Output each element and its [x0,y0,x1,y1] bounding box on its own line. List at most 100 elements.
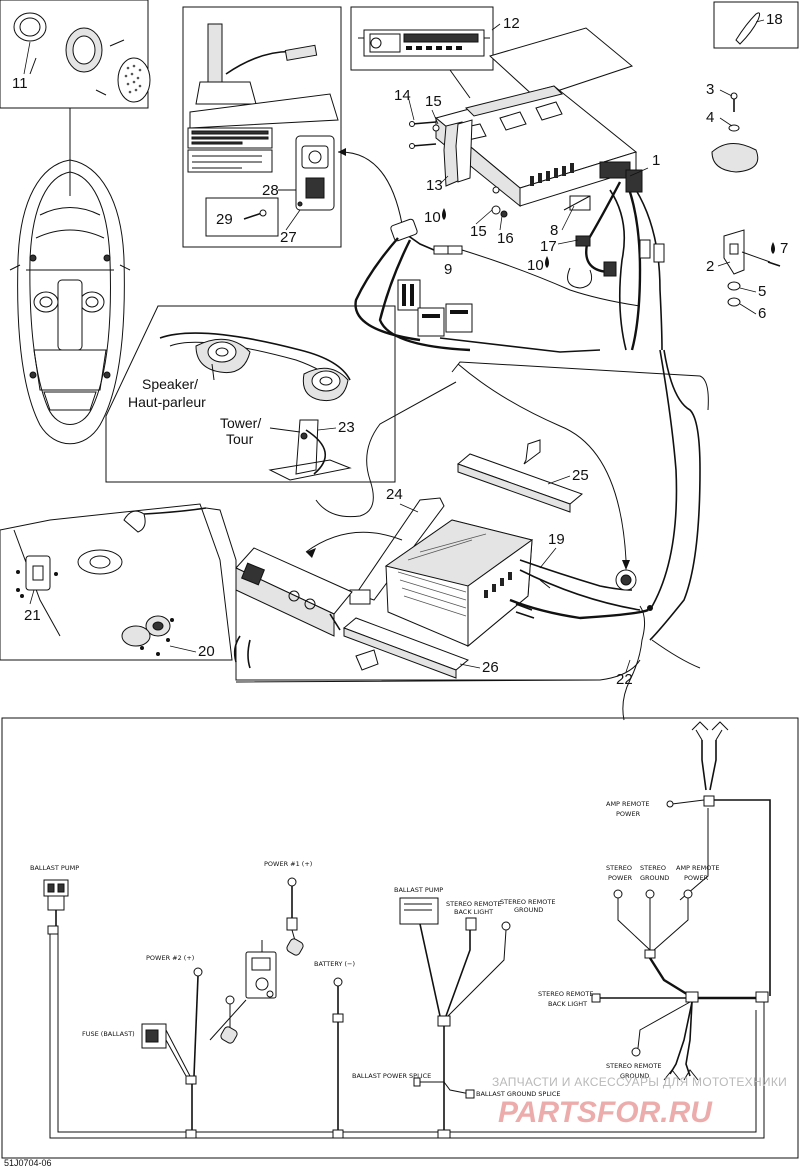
callout-10-top: 10 [424,209,441,226]
callout-10-mid: 10 [527,257,544,274]
inset-box-11 [0,0,149,109]
stereo-faceplate-part-12 [358,29,490,57]
callout-13: 13 [426,177,443,194]
label-stereo-power-2: POWER [608,874,633,882]
callout-26: 26 [482,659,499,676]
callout-28: 28 [262,182,279,199]
label-power-1: POWER #1 (+) [264,860,312,868]
tower-label-line1: Tower/ [220,415,261,431]
label-stereo-ground-2: GROUND [640,874,669,882]
label-amp-remote-power-1: AMP REMOTE [676,864,719,872]
watermark-logo: PARTSFOR.RU [498,1096,713,1129]
callout-leaders [23,19,765,673]
callout-15-top: 15 [425,93,442,110]
callout-8: 8 [550,222,558,239]
inset-box-18 [713,1,799,49]
label-stereo-remote-backlight-1: STEREO REMOTE [446,900,501,908]
arrow-console-to-harness [337,151,403,225]
callout-22: 22 [616,671,633,688]
wiring-schematic [43,721,771,1139]
arrowhead-console [338,148,346,156]
callout-5: 5 [758,283,766,300]
callout-4: 4 [706,109,714,126]
routing-cables [235,349,709,721]
callout-2: 2 [706,258,714,275]
label-amp-remote-power-top-1: AMP REMOTE [606,800,649,808]
remote-control-part-27 [295,135,335,211]
watermark-line1: ЗАПЧАСТИ И АКСЕССУАРЫ ДЛЯ МОТОТЕХНИКИ [492,1075,787,1089]
console-throttle [187,23,339,173]
label-stereo-remote-ground-r1: STEREO REMOTE [606,1062,661,1070]
amplifier-wiring-part-19 [509,559,649,620]
stereo-sleeve-plate [489,27,634,99]
source-unit-rear [235,547,353,637]
label-stereo-remote-backlight-r2: BACK LIGHT [548,1000,587,1008]
label-stereo-power-1: STEREO [606,864,632,872]
callout-23: 23 [338,419,355,436]
label-stereo-remote-ground-r2: GROUND [620,1072,649,1080]
callout-1: 1 [652,152,660,169]
label-ballast-power-splice: BALLAST POWER SPLICE [352,1072,431,1080]
screws-part-14 [409,121,437,149]
boat-top-view [9,108,131,445]
callout-9: 9 [444,261,452,278]
label-stereo-remote-ground-2: GROUND [514,906,543,914]
callout-12: 12 [503,15,520,32]
callout-27: 27 [280,229,297,246]
wiring-part-9 [354,218,641,353]
label-stereo-remote-ground-1: STEREO REMOTE [500,898,555,906]
harness-part-17 [567,169,665,351]
screw-part-29 [243,209,267,220]
label-stereo-remote-backlight-r1: STEREO REMOTE [538,990,593,998]
tower-label-line2: Tour [226,431,254,447]
label-ballast-ground-splice: BALLAST GROUND SPLICE [476,1090,561,1098]
label-stereo-remote-backlight-2: BACK LIGHT [454,908,493,916]
callout-21: 21 [24,607,41,624]
tower-speaker-assembly [159,332,352,481]
leader-tower [269,427,301,433]
label-power-2: POWER #2 (+) [146,954,194,962]
callout-24: 24 [386,486,403,503]
sealant-drop-icon [442,208,775,268]
wiring-diagram-frame [1,717,799,1159]
stereo-sleeve-part-13 [443,119,473,187]
label-fuse-ballast: FUSE (BALLAST) [82,1030,135,1038]
drawing-code: 51J0704-06 [4,1158,52,1168]
fasteners-parts-3-7 [711,92,781,307]
mount-rail-part-26 [343,617,469,679]
inset-box-27 [205,197,279,237]
mount-bracket-part-2 [723,229,771,275]
mount-rail-part-25 [457,439,583,513]
label-stereo-ground-1: STEREO [640,864,666,872]
callout-14: 14 [394,87,411,104]
amplifier-mount-part-24 [349,497,445,605]
arrowhead-amp [306,548,316,558]
speaker-label-line1: Speaker/ [142,376,198,392]
inset-box-tower [105,305,396,483]
leader-speaker [211,363,215,381]
nuts-part-15-16 [432,124,508,218]
inset-box-12 [350,6,494,71]
label-amp-remote-power-top-2: POWER [616,810,641,818]
bracket-part-8 [563,195,591,211]
label-battery: BATTERY (−) [314,960,355,968]
callout-19: 19 [548,531,565,548]
callout-7: 7 [780,240,788,257]
cable-tie-part-18 [735,12,761,45]
callout-18: 18 [766,11,783,28]
callout-6: 6 [758,305,766,322]
callout-25: 25 [572,467,589,484]
callout-16: 16 [497,230,514,247]
arrow-amp-to-unit [305,531,403,553]
dash-panel-inset [0,503,600,681]
label-ballast-pump-left: BALLAST PUMP [30,864,79,872]
callout-3: 3 [706,81,714,98]
speaker-label-line2: Haut-parleur [128,394,206,410]
label-amp-remote-power-2: POWER [684,874,709,882]
callout-29: 29 [216,211,233,228]
speaker-grill-part-11 [13,12,151,103]
leader-12-arrow [449,69,471,99]
amplifier-unit [384,519,534,648]
rca-leads [233,635,251,669]
